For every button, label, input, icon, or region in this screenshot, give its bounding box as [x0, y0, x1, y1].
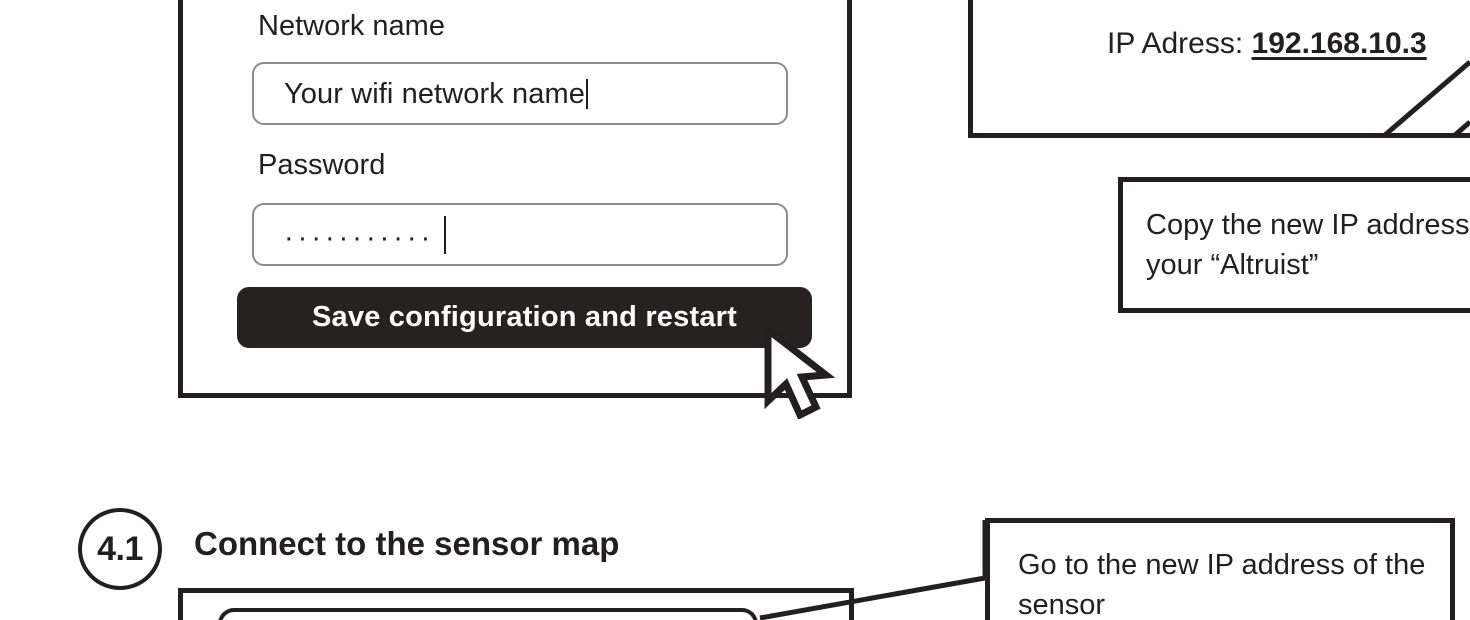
network-name-value: Your wifi network name — [284, 77, 585, 110]
ip-address-value: 192.168.10.3 — [1251, 27, 1427, 60]
browser-url-bar[interactable] — [218, 608, 758, 620]
goto-ip-callout-box — [985, 518, 1455, 620]
ip-address-label: IP Adress: — [1107, 27, 1252, 60]
text-caret — [585, 78, 588, 109]
sensor-ip-panel — [968, 0, 1470, 138]
password-caret — [444, 215, 447, 254]
section-title: Connect to the sensor map — [194, 525, 620, 562]
password-masked-value: ··········· — [284, 221, 435, 254]
goto-ip-callout-text: Go to the new IP address of the sensor — [1018, 549, 1426, 620]
save-configuration-button[interactable]: Save configuration and restart — [237, 287, 812, 348]
ip-address-line: IP Adress: 192.168.10.3 — [1107, 26, 1427, 62]
mouse-pointer-arrow-icon — [764, 327, 836, 419]
network-name-input[interactable]: Your wifi network name — [252, 62, 788, 125]
password-input[interactable]: ··········· — [252, 203, 788, 266]
network-name-label: Network name — [258, 10, 445, 42]
step-number-badge: 4.1 — [78, 508, 162, 590]
copy-ip-callout-box — [1118, 177, 1470, 313]
copy-ip-callout-text: Copy the new IP address of your “Altruis… — [1146, 209, 1470, 281]
password-label: Password — [258, 149, 386, 181]
